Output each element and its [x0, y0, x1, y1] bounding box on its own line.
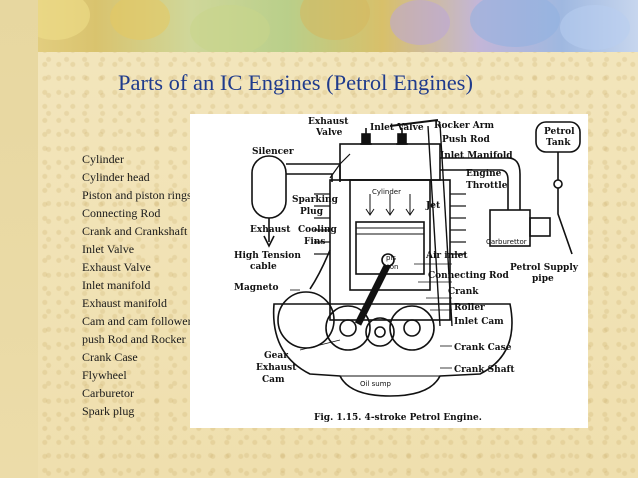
- silencer-shape: [251, 155, 287, 219]
- list-item: Piston and piston rings: [82, 188, 192, 202]
- label-petrol-supply-pipe: Petrol Supply: [510, 263, 579, 273]
- cylinder-head: [339, 143, 441, 181]
- list-item: push Rod and Rocker: [82, 332, 186, 346]
- list-item: Crank Case: [82, 350, 138, 364]
- label-crank-case: Crank Case: [454, 343, 512, 353]
- label-magneto: Magneto: [234, 283, 279, 293]
- list-item: Flywheel: [82, 368, 127, 382]
- label-petrol-tank: Petrol: [544, 127, 575, 137]
- label-inlet-valve: Inlet Valve: [370, 123, 424, 133]
- exhaust-arrow: [263, 218, 275, 248]
- decorative-left-strip: [0, 0, 38, 478]
- label-sparking-plug: Plug: [300, 207, 324, 217]
- label-push-rod: Push Rod: [442, 135, 491, 145]
- label-gear-exhaust-cam: Gear: [264, 351, 288, 361]
- decorative-banner: [0, 0, 638, 52]
- list-item: Cylinder: [82, 152, 124, 166]
- label-high-tension-cable: cable: [250, 262, 277, 272]
- slide-title: Parts of an IC Engines (Petrol Engines): [118, 70, 473, 95]
- label-crank: Crank: [448, 287, 479, 297]
- label-air-inlet: Air inlet: [425, 251, 468, 261]
- label-cooling-fins: Fins: [304, 237, 325, 247]
- label-cylinder: Cylinder: [372, 188, 401, 196]
- list-item: Crank and Crankshaft: [82, 224, 188, 238]
- label-inlet-manifold: Inlet Manifold: [440, 151, 513, 161]
- label-petrol-supply-pipe: pipe: [532, 274, 554, 284]
- label-jet: Jet: [425, 201, 441, 211]
- label-silencer: Silencer: [252, 147, 294, 157]
- list-item: Spark plug: [82, 404, 135, 418]
- label-roller: Roller: [454, 303, 485, 313]
- label-inlet-cam: Inlet Cam: [454, 317, 504, 327]
- list-item: Inlet manifold: [82, 278, 151, 292]
- label-engine-throttle: Engine: [466, 169, 502, 179]
- label-exhaust-valve: Exhaust: [308, 117, 349, 127]
- magneto-shape: [277, 291, 335, 349]
- figure-caption: Fig. 1.15. 4-stroke Petrol Engine.: [314, 413, 482, 423]
- list-item: Connecting Rod: [82, 206, 161, 220]
- label-rocker-arm: Rocker Arm: [434, 121, 495, 131]
- label-piston: pis: [386, 254, 396, 262]
- engine-diagram-svg: Exhaust Valve Inlet Valve Rocker Arm Pus…: [234, 117, 581, 423]
- label-petrol-tank: Tank: [546, 138, 571, 148]
- engine-diagram: Exhaust Valve Inlet Valve Rocker Arm Pus…: [190, 114, 588, 428]
- label-exhaust: Exhaust: [250, 225, 291, 235]
- parts-list: Cylinder Cylinder head Piston and piston…: [82, 150, 192, 420]
- label-crank-shaft: Crank Shaft: [454, 365, 515, 375]
- label-engine-throttle: Throttle: [466, 181, 508, 191]
- list-item: Cam and cam follower: [82, 314, 192, 328]
- crank-case-shape: [272, 303, 513, 397]
- list-item: Carburetor: [82, 386, 134, 400]
- list-item: Exhaust manifold: [82, 296, 167, 310]
- label-gear-exhaust-cam: Cam: [262, 375, 285, 385]
- list-item: Inlet Valve: [82, 242, 135, 256]
- label-high-tension-cable: High Tension: [234, 251, 301, 261]
- label-carburettor: Carburettor: [486, 238, 527, 246]
- label-connecting-rod: Connecting Rod: [428, 271, 509, 281]
- label-piston: ton: [387, 263, 398, 271]
- label-oil-sump: Oil sump: [360, 380, 392, 388]
- label-cooling-fins: Cooling: [298, 225, 338, 235]
- list-item: Cylinder head: [82, 170, 150, 184]
- label-exhaust-valve: Valve: [315, 128, 343, 138]
- label-gear-exhaust-cam: Exhaust: [256, 363, 297, 373]
- label-sparking-plug: Sparking: [292, 195, 339, 205]
- list-item: Exhaust Valve: [82, 260, 151, 274]
- piston-shape: [355, 221, 425, 275]
